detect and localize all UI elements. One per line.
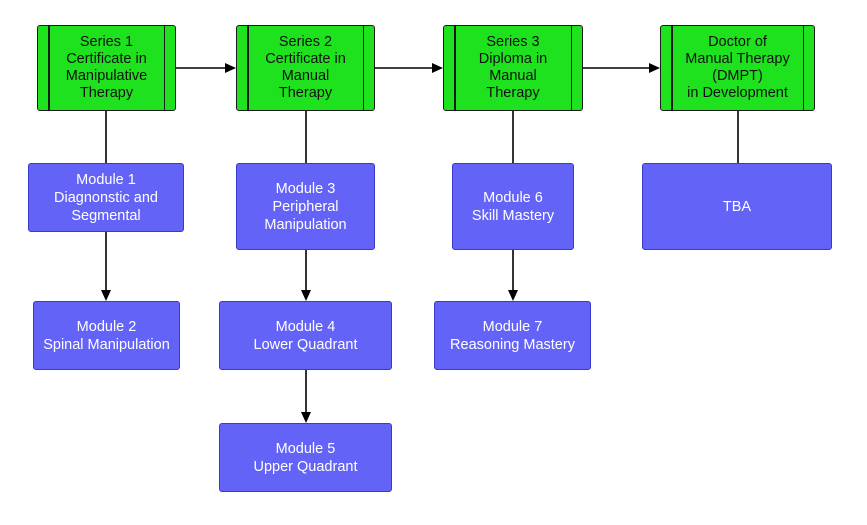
series-3-label: Series 3 Diploma in Manual Therapy: [478, 34, 548, 101]
arrowhead-s3-s4: [649, 63, 660, 73]
arrowhead-s2-s3: [432, 63, 443, 73]
series-4-label: Doctor of Manual Therapy (DMPT) in Devel…: [685, 34, 790, 101]
tba-label: TBA: [722, 198, 752, 215]
arrowhead-m6-m7: [508, 290, 518, 301]
series-3-node: Series 3 Diploma in Manual Therapy: [443, 25, 583, 111]
series-2-label: Series 2 Certificate in Manual Therapy: [265, 34, 346, 101]
module-3-node: Module 3 Peripheral Manipulation: [236, 163, 375, 250]
module-3-label: Module 3 Peripheral Manipulation: [264, 180, 347, 233]
series-1-label: Series 1 Certificate in Manipulative The…: [65, 34, 148, 101]
module-6-label: Module 6 Skill Mastery: [471, 189, 555, 224]
arrowhead-m3-m4: [301, 290, 311, 301]
arrowhead-m1-m2: [101, 290, 111, 301]
module-7-node: Module 7 Reasoning Mastery: [434, 301, 591, 370]
arrowhead-m4-m5: [301, 412, 311, 423]
module-4-node: Module 4 Lower Quadrant: [219, 301, 392, 370]
series-1-node: Series 1 Certificate in Manipulative The…: [37, 25, 176, 111]
series-4-node: Doctor of Manual Therapy (DMPT) in Devel…: [660, 25, 815, 111]
module-7-label: Module 7 Reasoning Mastery: [450, 318, 575, 353]
module-6-node: Module 6 Skill Mastery: [452, 163, 574, 250]
series-2-node: Series 2 Certificate in Manual Therapy: [236, 25, 375, 111]
arrowhead-s1-s2: [225, 63, 236, 73]
module-5-node: Module 5 Upper Quadrant: [219, 423, 392, 492]
module-4-label: Module 4 Lower Quadrant: [253, 318, 358, 353]
module-5-label: Module 5 Upper Quadrant: [253, 440, 358, 475]
module-1-node: Module 1 Diagnonstic and Segmental: [28, 163, 184, 232]
module-2-label: Module 2 Spinal Manipulation: [43, 318, 170, 353]
module-2-node: Module 2 Spinal Manipulation: [33, 301, 180, 370]
tba-node: TBA: [642, 163, 832, 250]
module-1-label: Module 1 Diagnonstic and Segmental: [54, 171, 158, 224]
